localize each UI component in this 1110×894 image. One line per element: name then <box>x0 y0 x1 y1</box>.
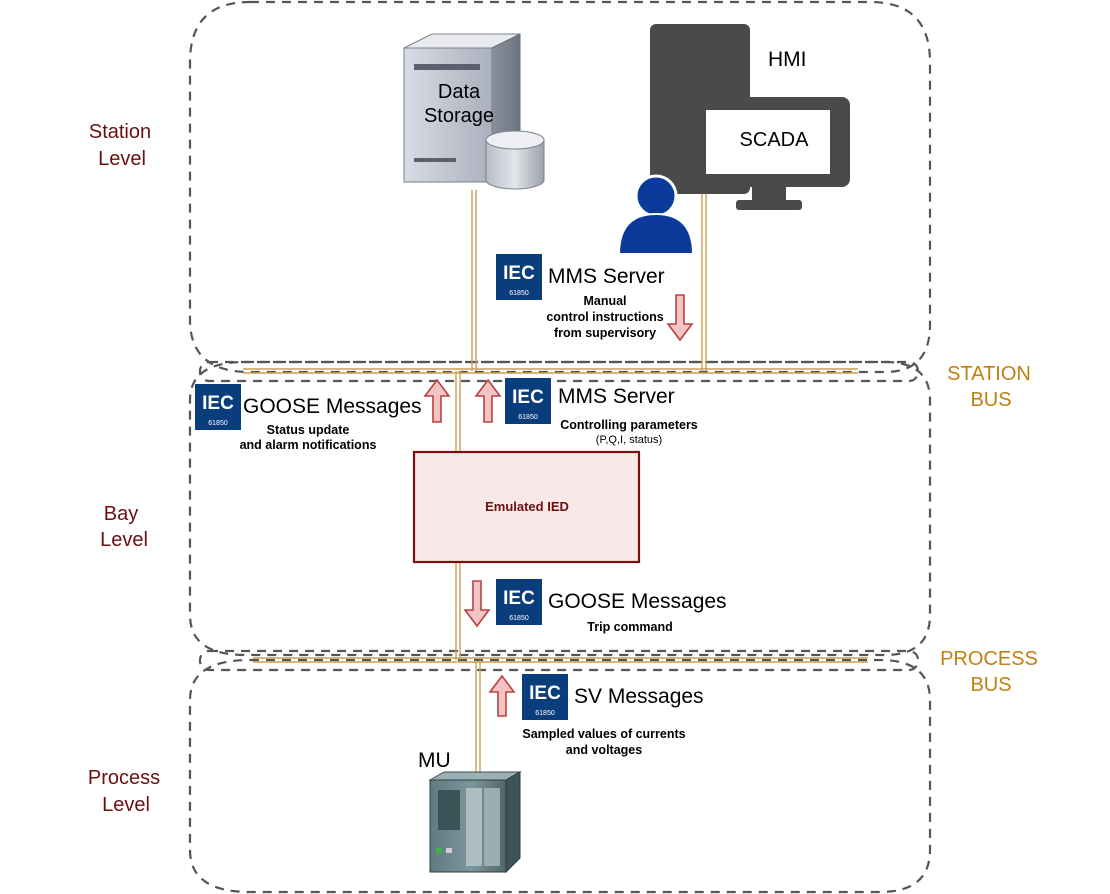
svg-text:61850: 61850 <box>208 420 228 427</box>
arrow-up-icon <box>488 674 516 717</box>
sv-messages-title: SV Messages <box>574 685 704 708</box>
bay-level-label-line2: Level <box>100 529 148 551</box>
zone-station <box>188 0 932 374</box>
zone-bay <box>188 360 932 657</box>
station-bus-label-line2: BUS <box>970 389 1011 411</box>
arrow-down-icon <box>463 580 491 628</box>
station-bus-line <box>243 368 858 374</box>
data-storage-label-line1: Data <box>438 81 481 103</box>
goose-up-desc-line1: Status update <box>267 423 350 437</box>
svg-text:61850: 61850 <box>509 615 529 622</box>
svg-text:IEC: IEC <box>512 387 544 408</box>
svg-text:IEC: IEC <box>503 263 535 284</box>
station-bus-container <box>198 360 920 383</box>
hmi-computer-icon <box>650 24 850 210</box>
data-storage-server-icon <box>403 33 545 190</box>
process-level-label-line1: Process <box>88 767 160 789</box>
arrow-up-icon <box>474 378 502 423</box>
link-scada-bus <box>701 172 707 371</box>
mms-top-desc-line1: Manual <box>583 294 626 308</box>
sv-desc-line1: Sampled values of currents <box>522 727 685 741</box>
process-bus-label-line2: BUS <box>970 674 1011 696</box>
link-processbus-mu <box>475 660 481 778</box>
process-level-label-line2: Level <box>102 794 150 816</box>
iec-61850-logo-icon: IEC 61850 <box>505 378 551 424</box>
iec-61850-logo-icon: IEC 61850 <box>195 384 241 430</box>
svg-text:IEC: IEC <box>529 683 561 704</box>
svg-text:IEC: IEC <box>202 393 234 414</box>
mms-top-desc-line3: from supervisory <box>554 326 656 340</box>
zone-process <box>188 658 932 894</box>
svg-text:61850: 61850 <box>535 710 555 717</box>
mu-label: MU <box>418 749 451 772</box>
arrow-up-icon <box>423 378 451 423</box>
emulated-ied-box <box>412 450 641 564</box>
link-bus-ied <box>455 371 461 452</box>
bay-level-label-line1: Bay <box>104 503 138 525</box>
iec-61850-logo-icon: IEC 61850 <box>496 254 542 300</box>
link-ied-processbus <box>455 562 461 660</box>
goose-down-desc: Trip command <box>587 620 672 634</box>
user-icon <box>617 174 695 255</box>
svg-text:IEC: IEC <box>503 588 535 609</box>
station-level-label-line2: Level <box>98 148 146 170</box>
station-bus-label-line1: STATION <box>947 363 1031 385</box>
svg-text:61850: 61850 <box>509 290 529 297</box>
process-bus-line <box>253 657 868 663</box>
iec-61850-logo-icon: IEC 61850 <box>522 674 568 720</box>
link-storage-bus <box>471 190 477 371</box>
process-bus-label-line1: PROCESS <box>940 648 1038 670</box>
mms-server-bay-title: MMS Server <box>558 385 675 408</box>
emulated-ied-label: Emulated IED <box>485 499 569 514</box>
iec-61850-logo-icon: IEC 61850 <box>496 579 542 625</box>
goose-down-title: GOOSE Messages <box>548 590 727 613</box>
goose-up-title: GOOSE Messages <box>243 395 422 418</box>
arrow-down-icon <box>666 294 694 342</box>
mms-server-top-title: MMS Server <box>548 265 665 288</box>
data-storage-label-line2: Storage <box>424 105 494 127</box>
mms-bay-subdesc: (P,Q,I, status) <box>596 434 662 446</box>
sv-desc-line2: and voltages <box>566 743 642 757</box>
mms-bay-desc: Controlling parameters <box>560 418 698 432</box>
goose-up-desc-line2: and alarm notifications <box>240 438 377 452</box>
merging-unit-device-icon <box>428 771 522 874</box>
svg-text:61850: 61850 <box>518 414 538 421</box>
hmi-label: HMI <box>768 48 807 71</box>
station-level-label-line1: Station <box>89 121 151 143</box>
process-bus-container <box>198 649 920 672</box>
scada-label: SCADA <box>740 129 810 151</box>
mms-top-desc-line2: control instructions <box>546 310 663 324</box>
